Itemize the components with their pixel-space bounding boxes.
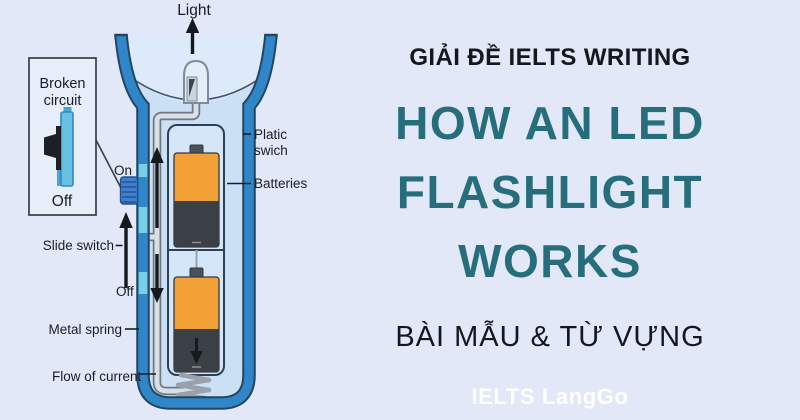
plastic-switch-label-2: swich [254, 143, 288, 158]
battery-top [173, 144, 220, 248]
subtitle-text: BÀI MẪU & TỪ VỰNG [395, 321, 705, 353]
slide-switch-knob [119, 176, 139, 205]
metal-spring-coil [175, 372, 212, 401]
light-label: Light [177, 2, 211, 19]
plastic-switch-label-1: Platic [254, 127, 287, 142]
slide-switch-label: Slide switch [43, 238, 114, 253]
current-up-arrow [150, 147, 164, 163]
flow-of-current-label: Flow of current [52, 369, 142, 384]
diagram-labels: Light On Slide switch Off Metal spring F… [43, 2, 308, 384]
metal-spring-label: Metal spring [48, 322, 122, 337]
switch-track [138, 164, 148, 294]
slide-direction-arrow [119, 212, 133, 228]
broken-circuit-inset: Broken circuit Off [28, 57, 122, 216]
broken-circuit-label-1: Broken [40, 76, 86, 92]
kicker-text: GIẢI ĐỀ IELTS WRITING [409, 44, 691, 71]
battery-current-arrow [190, 351, 203, 364]
main-title: HOW AN LED FLASHLIGHT WORKS [340, 89, 760, 296]
on-label: On [114, 163, 132, 178]
light-arrow [185, 18, 200, 33]
brand-logo: IELTS LangGo [471, 384, 629, 409]
body-off-label: Off [116, 284, 134, 299]
current-down-arrow [150, 288, 164, 303]
title-line-1: HOW AN LED [395, 97, 705, 149]
batteries-label: Batteries [254, 176, 308, 191]
flashlight-diagram: Broken circuit Off Light On Slide switch… [28, 2, 308, 410]
title-line-2: FLASHLIGHT [396, 166, 704, 218]
title-line-3: WORKS [458, 235, 642, 287]
flashlight-case [114, 33, 278, 410]
inset-off-label: Off [52, 193, 73, 210]
broken-circuit-label-2: circuit [44, 93, 82, 109]
title-panel: GIẢI ĐỀ IELTS WRITING HOW AN LED FLASHLI… [340, 0, 760, 420]
led-bulb-icon [183, 59, 209, 104]
broken-switch-icon [44, 107, 74, 187]
current-arrows [119, 18, 203, 364]
